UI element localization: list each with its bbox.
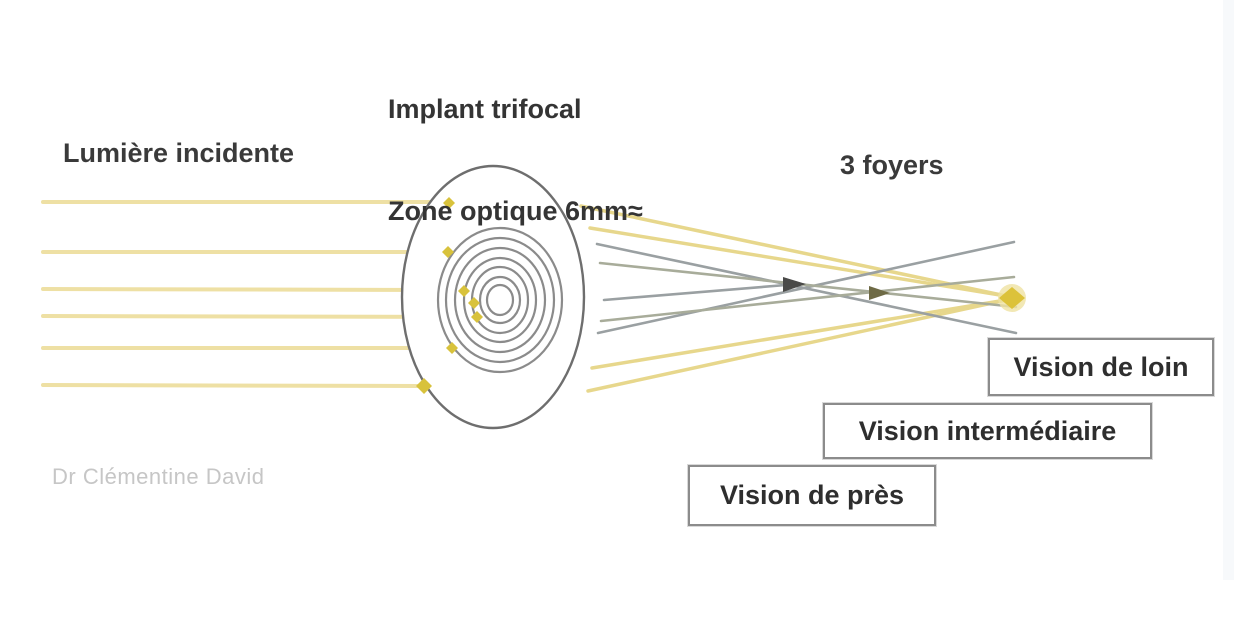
diagram-title: Implant trifocal Zone optique 6mm≈ xyxy=(388,24,643,296)
near-focus-arrow-icon xyxy=(783,277,806,292)
lens-outline xyxy=(400,164,586,430)
vision-box-intermediate-label: Vision intermédiaire xyxy=(858,415,1117,446)
author-credit: Dr Clémentine David xyxy=(52,464,265,489)
incident-rays xyxy=(41,200,473,388)
refracted-rays-gray xyxy=(595,240,1018,335)
diffractive-rings xyxy=(436,226,564,374)
far-focus-point-icon xyxy=(998,284,1026,312)
vision-box-near-label: Vision de près xyxy=(719,480,905,510)
trifocal-lens xyxy=(400,164,586,430)
title-line-2: Zone optique 6mm≈ xyxy=(388,196,643,226)
intermediate-focus-arrow-icon xyxy=(869,286,890,300)
title-line-1: Implant trifocal xyxy=(388,94,582,124)
vision-box-intermediate: Vision intermédiaire xyxy=(823,403,1152,459)
right-edge-strip xyxy=(1223,0,1234,580)
three-foci-label: 3 foyers xyxy=(840,150,944,180)
incident-light-label: Lumière incidente xyxy=(63,138,295,168)
ray-arrowhead-icons xyxy=(416,197,483,394)
focal-points xyxy=(783,277,1026,312)
vision-box-far-label: Vision de loin xyxy=(1013,351,1189,382)
vision-box-near: Vision de près xyxy=(688,465,936,526)
vision-box-far: Vision de loin xyxy=(988,338,1214,396)
